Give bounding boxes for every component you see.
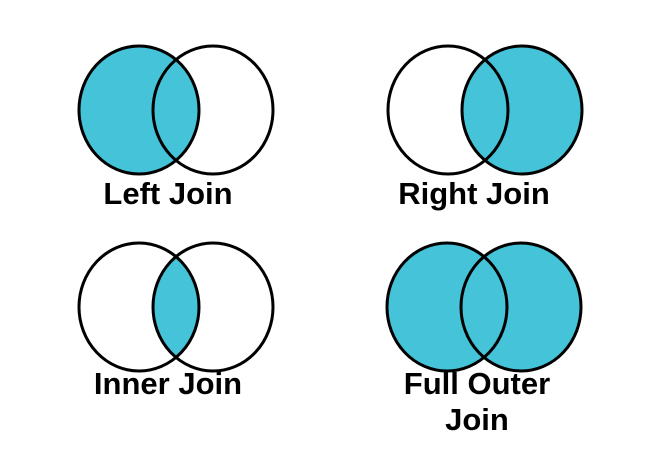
highlight-fill: [462, 46, 582, 174]
left-circle-outline: [386, 44, 510, 176]
label-right-join: Right Join: [398, 176, 550, 211]
right-circle-outline: [151, 241, 275, 373]
highlight-fill: [79, 46, 199, 174]
right-circle-outline: [459, 241, 583, 373]
venn-left-join: [77, 44, 275, 176]
left-circle-outline: [77, 241, 201, 373]
label-inner-join: Inner Join: [93, 366, 243, 401]
label-full-outer-join: Full Outer Join: [403, 366, 551, 437]
highlight-fill: [153, 243, 199, 371]
highlight-fill: [461, 243, 581, 371]
venn-full-outer-join: [385, 241, 583, 373]
venn-right-join: [386, 44, 584, 176]
venn-inner-join: [77, 241, 275, 373]
left-circle-outline: [385, 241, 509, 373]
left-circle-outline: [77, 44, 201, 176]
right-circle-outline: [151, 44, 275, 176]
label-left-join: Left Join: [103, 176, 233, 211]
right-circle-outline: [460, 44, 584, 176]
